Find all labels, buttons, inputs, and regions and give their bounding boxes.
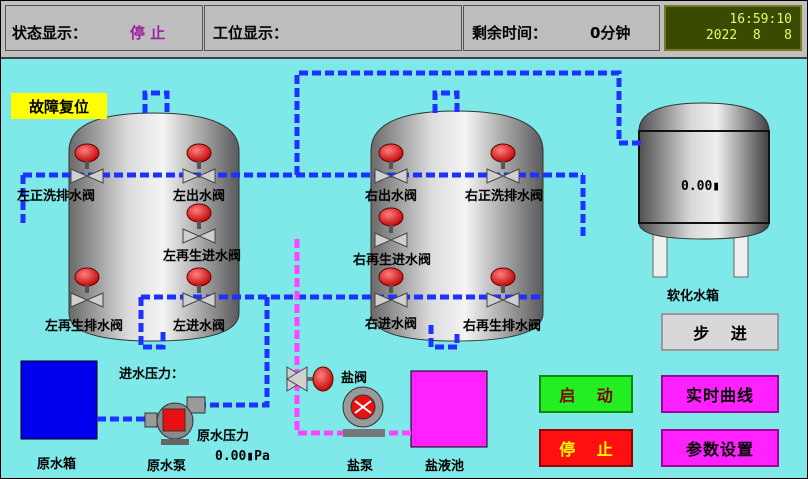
brine-pool [410, 370, 488, 448]
clock-date: 2022 8 8 [705, 28, 792, 43]
valve-group [70, 143, 520, 308]
label-right-regen-drain-valve: 右再生排水阀 [463, 319, 542, 334]
remaining-time-label: 剩余时间： [472, 24, 548, 42]
parameter-settings-button[interactable]: 参数设置 [661, 429, 779, 467]
station-cell: 工位显示： [204, 5, 462, 51]
remaining-time-cell: 剩余时间： 0分钟 [463, 5, 660, 51]
salt-pump-label: 盐泵 [347, 459, 374, 474]
station-label: 工位显示： [213, 24, 289, 42]
status-value: 停 止 [130, 24, 166, 42]
left-outlet-valve[interactable] [182, 143, 216, 184]
salt-valve [286, 366, 334, 392]
status-label: 状态显示： [12, 24, 88, 42]
soft-water-tank [638, 102, 770, 278]
stop-button[interactable]: 停 止 [539, 429, 633, 467]
right-outlet-valve[interactable] [374, 143, 408, 184]
label-salt-valve: 盐阀 [341, 371, 368, 386]
clock-display: 16:59:10 2022 8 8 [664, 5, 802, 51]
label-right-outlet-valve: 右出水阀 [365, 189, 418, 204]
label-right-backwash-drain-valve: 右正洗排水阀 [465, 189, 544, 204]
soft-tank-level-value: 0.00▮ [681, 179, 721, 194]
left-backwash-drain-valve[interactable] [70, 143, 104, 184]
soft-tank-label: 软化水箱 [667, 289, 720, 304]
inlet-pressure-label: 进水压力： [119, 367, 185, 382]
raw-pump-label: 原水泵 [147, 459, 187, 474]
left-inlet-valve[interactable] [182, 267, 216, 308]
right-inlet-valve[interactable] [374, 267, 408, 308]
status-header: 状态显示： 停 止 工位显示： 剩余时间： 0分钟 16:59:10 2022 … [1, 1, 807, 59]
raw-pressure-label: 原水压力 [197, 429, 250, 444]
raw-water-tank [20, 360, 98, 440]
salt-pool-label: 盐液池 [425, 459, 465, 474]
label-left-regen-drain-valve: 左再生排水阀 [45, 319, 124, 334]
right-backwash-drain-valve[interactable] [486, 143, 520, 184]
label-left-backwash-drain-valve: 左正洗排水阀 [17, 189, 96, 204]
right-regen-drain-valve[interactable] [486, 267, 520, 308]
label-right-regen-inlet-valve: 右再生进水阀 [353, 253, 432, 268]
step-button[interactable]: 步 进 [661, 313, 779, 351]
raw-tank-label: 原水箱 [37, 457, 77, 472]
fault-reset-button[interactable]: 故障复位 [11, 93, 107, 119]
clock-time: 16:59:10 [729, 12, 792, 27]
raw-water-pump [144, 396, 206, 445]
realtime-trend-button[interactable]: 实时曲线 [661, 375, 779, 413]
status-cell: 状态显示： 停 止 [5, 5, 203, 51]
label-left-regen-inlet-valve: 左再生进水阀 [163, 249, 242, 264]
raw-pressure-value: 0.00▮Pa [215, 449, 270, 464]
left-regen-drain-valve[interactable] [70, 267, 104, 308]
start-button[interactable]: 启 动 [539, 375, 633, 413]
label-left-outlet-valve: 左出水阀 [173, 189, 226, 204]
remaining-time-value: 0分钟 [590, 24, 631, 42]
right-regen-inlet-valve[interactable] [374, 207, 408, 248]
label-left-inlet-valve: 左进水阀 [173, 319, 226, 334]
left-regen-inlet-valve[interactable] [182, 203, 216, 244]
salt-pump [342, 386, 385, 437]
label-right-inlet-valve: 右进水阀 [365, 317, 418, 332]
